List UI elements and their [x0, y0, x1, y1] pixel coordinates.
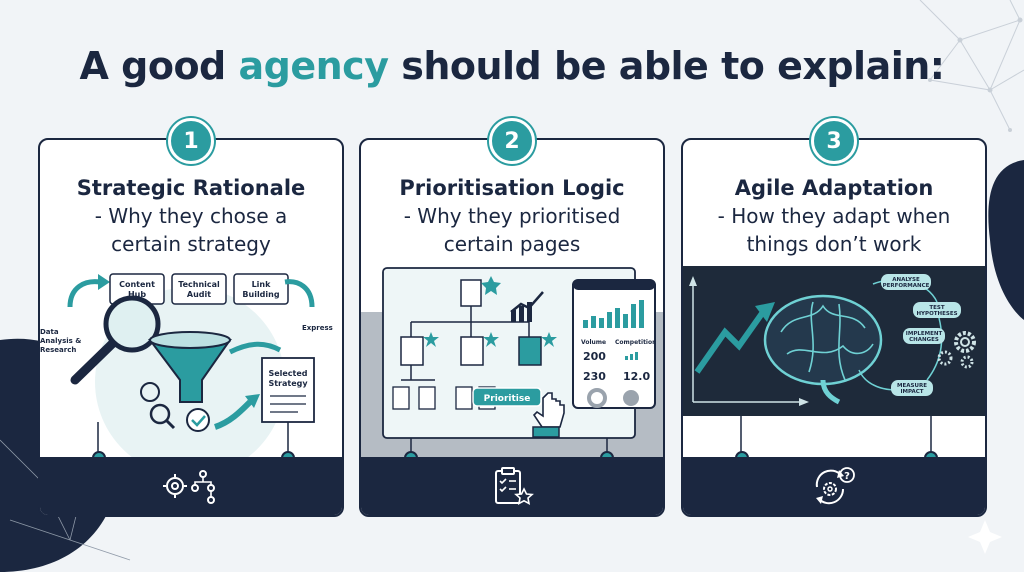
svg-text:IMPLEMENT: IMPLEMENT — [906, 331, 943, 337]
trend-arrow-icon — [694, 310, 766, 374]
sparkle-icon — [968, 520, 1002, 554]
svg-text:ANALYSE: ANALYSE — [892, 277, 920, 283]
technical-audit-box — [171, 273, 227, 305]
card-number-badge: 1 — [168, 118, 214, 164]
svg-text:Express: Express — [302, 324, 333, 332]
card-title: Agile Adaptation — [734, 176, 934, 200]
magnifier-icon — [103, 295, 161, 353]
svg-text:Prioritise: Prioritise — [484, 394, 531, 404]
card-title: Prioritisation Logic — [399, 176, 625, 200]
headline-part2: should be able to explain: — [401, 44, 945, 88]
gear-flowchart-icon — [163, 470, 215, 504]
svg-text:230: 230 — [583, 370, 606, 383]
card-number-badge: 3 — [811, 118, 857, 164]
card-title: Strategic Rationale — [76, 176, 306, 200]
gears-icon — [937, 331, 976, 369]
headline-part1: A good — [79, 44, 227, 88]
svg-text:Strategy: Strategy — [268, 379, 308, 388]
card-prioritisation-logic: 2 Prioritisation Logic - Why they priori… — [359, 118, 665, 517]
svg-text:Content: Content — [119, 280, 155, 289]
svg-text:Competition: Competition — [615, 339, 656, 346]
prioritisation-illustration: Volume Competition 200 230 12.0 Prioriti… — [361, 267, 663, 462]
svg-text:Data: Data — [40, 328, 59, 336]
headline-accent: agency — [238, 44, 389, 88]
svg-text:Volume: Volume — [581, 339, 606, 346]
svg-text:Research: Research — [40, 346, 76, 354]
navy-blob-right — [988, 160, 1024, 320]
card-strategic-rationale: 1 Strategic Rationale - Why they chose a… — [38, 118, 344, 517]
card-number-badge: 2 — [489, 118, 535, 164]
svg-text:TEST: TEST — [929, 305, 944, 311]
svg-text:Link: Link — [252, 280, 272, 289]
svg-text:12.0: 12.0 — [623, 370, 650, 383]
link-building-box — [233, 273, 289, 305]
svg-text:Analysis &: Analysis & — [40, 337, 81, 345]
curved-arrow-icon — [67, 279, 101, 308]
card-agile-adaptation: 3 Agile Adaptation - How they adapt when… — [681, 118, 987, 517]
svg-text:200: 200 — [583, 350, 606, 363]
brain-icon — [763, 294, 883, 405]
card-footer — [361, 457, 663, 515]
svg-text:HYPOTHESES: HYPOTHESES — [916, 311, 957, 317]
card-subtitle: - Why they chose a certain strategy — [94, 204, 288, 256]
svg-text:Hub: Hub — [128, 290, 146, 299]
prioritise-button — [472, 387, 542, 407]
strategy-funnel-illustration: Content Hub Technical Audit Link Buildin… — [40, 273, 333, 462]
svg-text:?: ? — [844, 471, 850, 482]
target-icon — [140, 382, 160, 402]
svg-text:IMPACT: IMPACT — [900, 389, 923, 395]
card-footer: ? — [683, 457, 985, 515]
svg-text:Technical: Technical — [178, 280, 220, 289]
svg-text:Building: Building — [242, 290, 279, 299]
card-subtitle: - Why they prioritised certain pages — [403, 204, 621, 256]
svg-text:CHANGES: CHANGES — [909, 337, 939, 343]
svg-text:MEASURE: MEASURE — [897, 383, 927, 389]
svg-text:Selected: Selected — [268, 369, 307, 378]
page-headline: A good agency should be able to explain: — [0, 44, 1024, 88]
cycle-question-gear-icon: ? — [815, 467, 855, 505]
svg-text:PERFORMANCE: PERFORMANCE — [883, 283, 930, 289]
checklist-star-icon — [495, 467, 534, 505]
svg-text:Audit: Audit — [187, 290, 211, 299]
pointer-hand-icon — [532, 392, 565, 428]
card-footer — [40, 457, 342, 515]
card-subtitle: - How they adapt when things don’t work — [717, 204, 951, 256]
check-icon — [186, 408, 210, 432]
